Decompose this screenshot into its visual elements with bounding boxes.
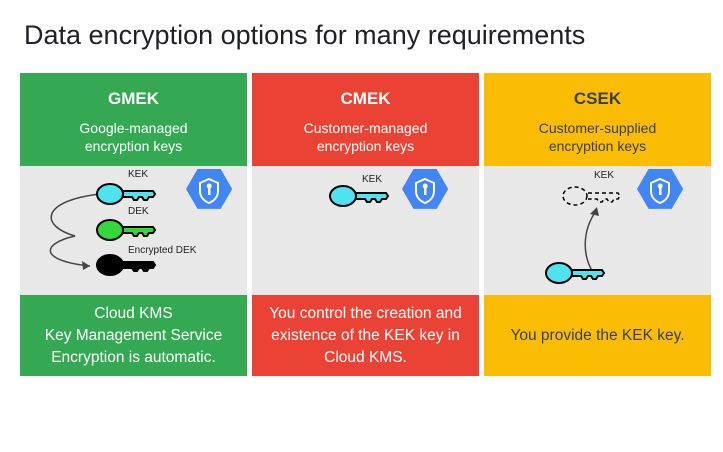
- csek-subtitle: Customer-supplied encryption keys: [484, 119, 711, 155]
- csek-subtitle-line2: encryption keys: [548, 138, 647, 154]
- arrow-head-icon: [82, 261, 90, 270]
- gmek-diagram: [49, 169, 233, 276]
- cmek-header: CMEK Customer-managed encryption keys: [252, 73, 479, 166]
- gmek-footer-line3: Encryption is automatic.: [51, 348, 216, 366]
- cmek-footer-line2: existence of the KEK key in: [271, 326, 460, 344]
- shield-icon: [186, 169, 233, 209]
- csek-title: CSEK: [573, 89, 622, 108]
- gmek-footer: Cloud KMS Key Management Service Encrypt…: [20, 295, 247, 376]
- cmek-footer-line1: You control the creation and: [269, 304, 462, 322]
- gmek-illustration: KEK DEK Encrypted DEK: [20, 166, 247, 295]
- flow-arrow: [584, 210, 597, 275]
- gmek-footer-line2: Key Management Service: [44, 326, 223, 344]
- dashed-kek-key-icon: [562, 186, 621, 206]
- cmek-title: CMEK: [340, 89, 391, 108]
- gmek-dek-label: DEK: [128, 206, 149, 217]
- dek-key-icon: [96, 219, 157, 241]
- cmek-footer: You control the creation and existence o…: [252, 295, 479, 376]
- csek-kek-label: KEK: [594, 170, 615, 181]
- cmek-footer-line3: Cloud KMS.: [324, 348, 407, 366]
- csek-footer: You provide the KEK key.: [484, 295, 711, 376]
- cmek-illustration: KEK: [252, 166, 479, 295]
- kek-key-icon: [329, 185, 390, 207]
- csek-diagram: [545, 169, 684, 284]
- flow-arrow: [49, 193, 101, 267]
- gmek-footer-line1: Cloud KMS: [94, 304, 173, 322]
- csek-header: CSEK Customer-supplied encryption keys: [484, 73, 711, 166]
- gmek-title: GMEK: [108, 89, 159, 108]
- arrow-head-icon: [590, 207, 599, 216]
- kek-key-icon: [545, 262, 606, 284]
- cmek-diagram: [329, 169, 449, 209]
- gmek-kek-label: KEK: [128, 169, 149, 180]
- cmek-subtitle: Customer-managed encryption keys: [252, 119, 479, 155]
- gmek-encrypted-dek-label: Encrypted DEK: [128, 245, 197, 256]
- shield-icon: [402, 169, 449, 209]
- csek-column: CSEK Customer-supplied encryption keys: [484, 73, 711, 376]
- encrypted-dek-key-icon: [96, 254, 157, 276]
- gmek-column: GMEK Google-managed encryption keys: [20, 73, 247, 376]
- cmek-column: CMEK Customer-managed encryption keys KE…: [252, 73, 479, 376]
- gmek-subtitle-line1: Google-managed: [79, 120, 188, 136]
- gmek-subtitle-line2: encryption keys: [84, 138, 183, 154]
- cmek-subtitle-line1: Customer-managed: [303, 120, 428, 136]
- shield-icon: [637, 169, 684, 209]
- csek-footer-line1: You provide the KEK key.: [510, 326, 685, 344]
- cmek-kek-label: KEK: [362, 174, 383, 185]
- page-title: Data encryption options for many require…: [24, 20, 586, 50]
- gmek-header: GMEK Google-managed encryption keys: [20, 73, 247, 166]
- gmek-subtitle: Google-managed encryption keys: [20, 119, 247, 155]
- cmek-subtitle-line2: encryption keys: [316, 138, 415, 154]
- kek-key-icon: [96, 183, 157, 205]
- csek-subtitle-line1: Customer-supplied: [538, 120, 657, 136]
- csek-illustration: KEK: [484, 166, 711, 295]
